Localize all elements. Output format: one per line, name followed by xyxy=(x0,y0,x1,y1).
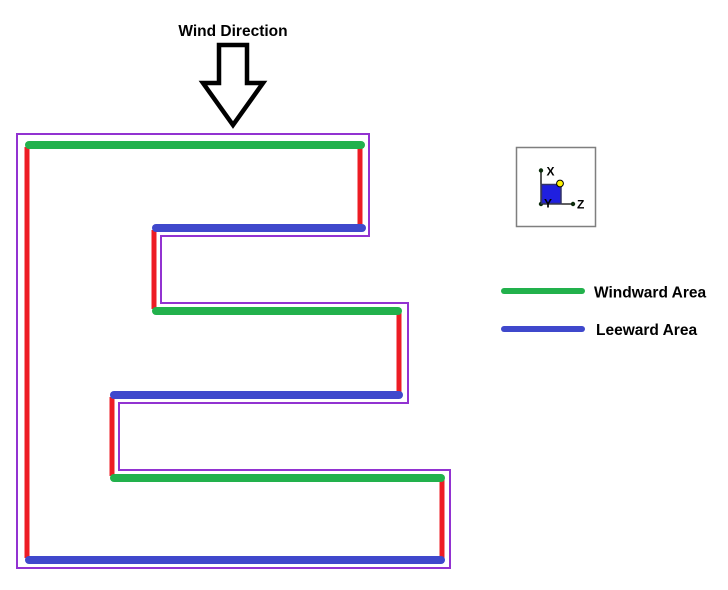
x-axis-end-dot xyxy=(538,168,544,173)
windward-edges xyxy=(25,141,445,482)
legend-item-leeward: Leeward Area xyxy=(501,322,697,339)
axis-indicator: X Y Z xyxy=(515,146,597,228)
vertex-handle-dot xyxy=(556,179,564,188)
y-axis-label: Y xyxy=(544,197,552,211)
side-wall-edges xyxy=(24,147,445,558)
building-outline xyxy=(16,133,451,569)
leeward-legend-label: Leeward Area xyxy=(596,322,697,339)
wind-arrow-icon xyxy=(198,42,268,129)
windward-legend-label: Windward Area xyxy=(594,285,706,302)
wind-direction-label: Wind Direction xyxy=(178,23,287,40)
legend: Windward Area Leeward Area xyxy=(501,285,706,339)
z-axis-end-dot xyxy=(570,201,576,207)
legend-item-windward: Windward Area xyxy=(501,285,706,302)
origin-marker-square xyxy=(540,183,562,205)
x-axis-label: X xyxy=(547,165,555,179)
leeward-edges xyxy=(25,224,445,564)
z-axis-label: Z xyxy=(577,198,584,212)
